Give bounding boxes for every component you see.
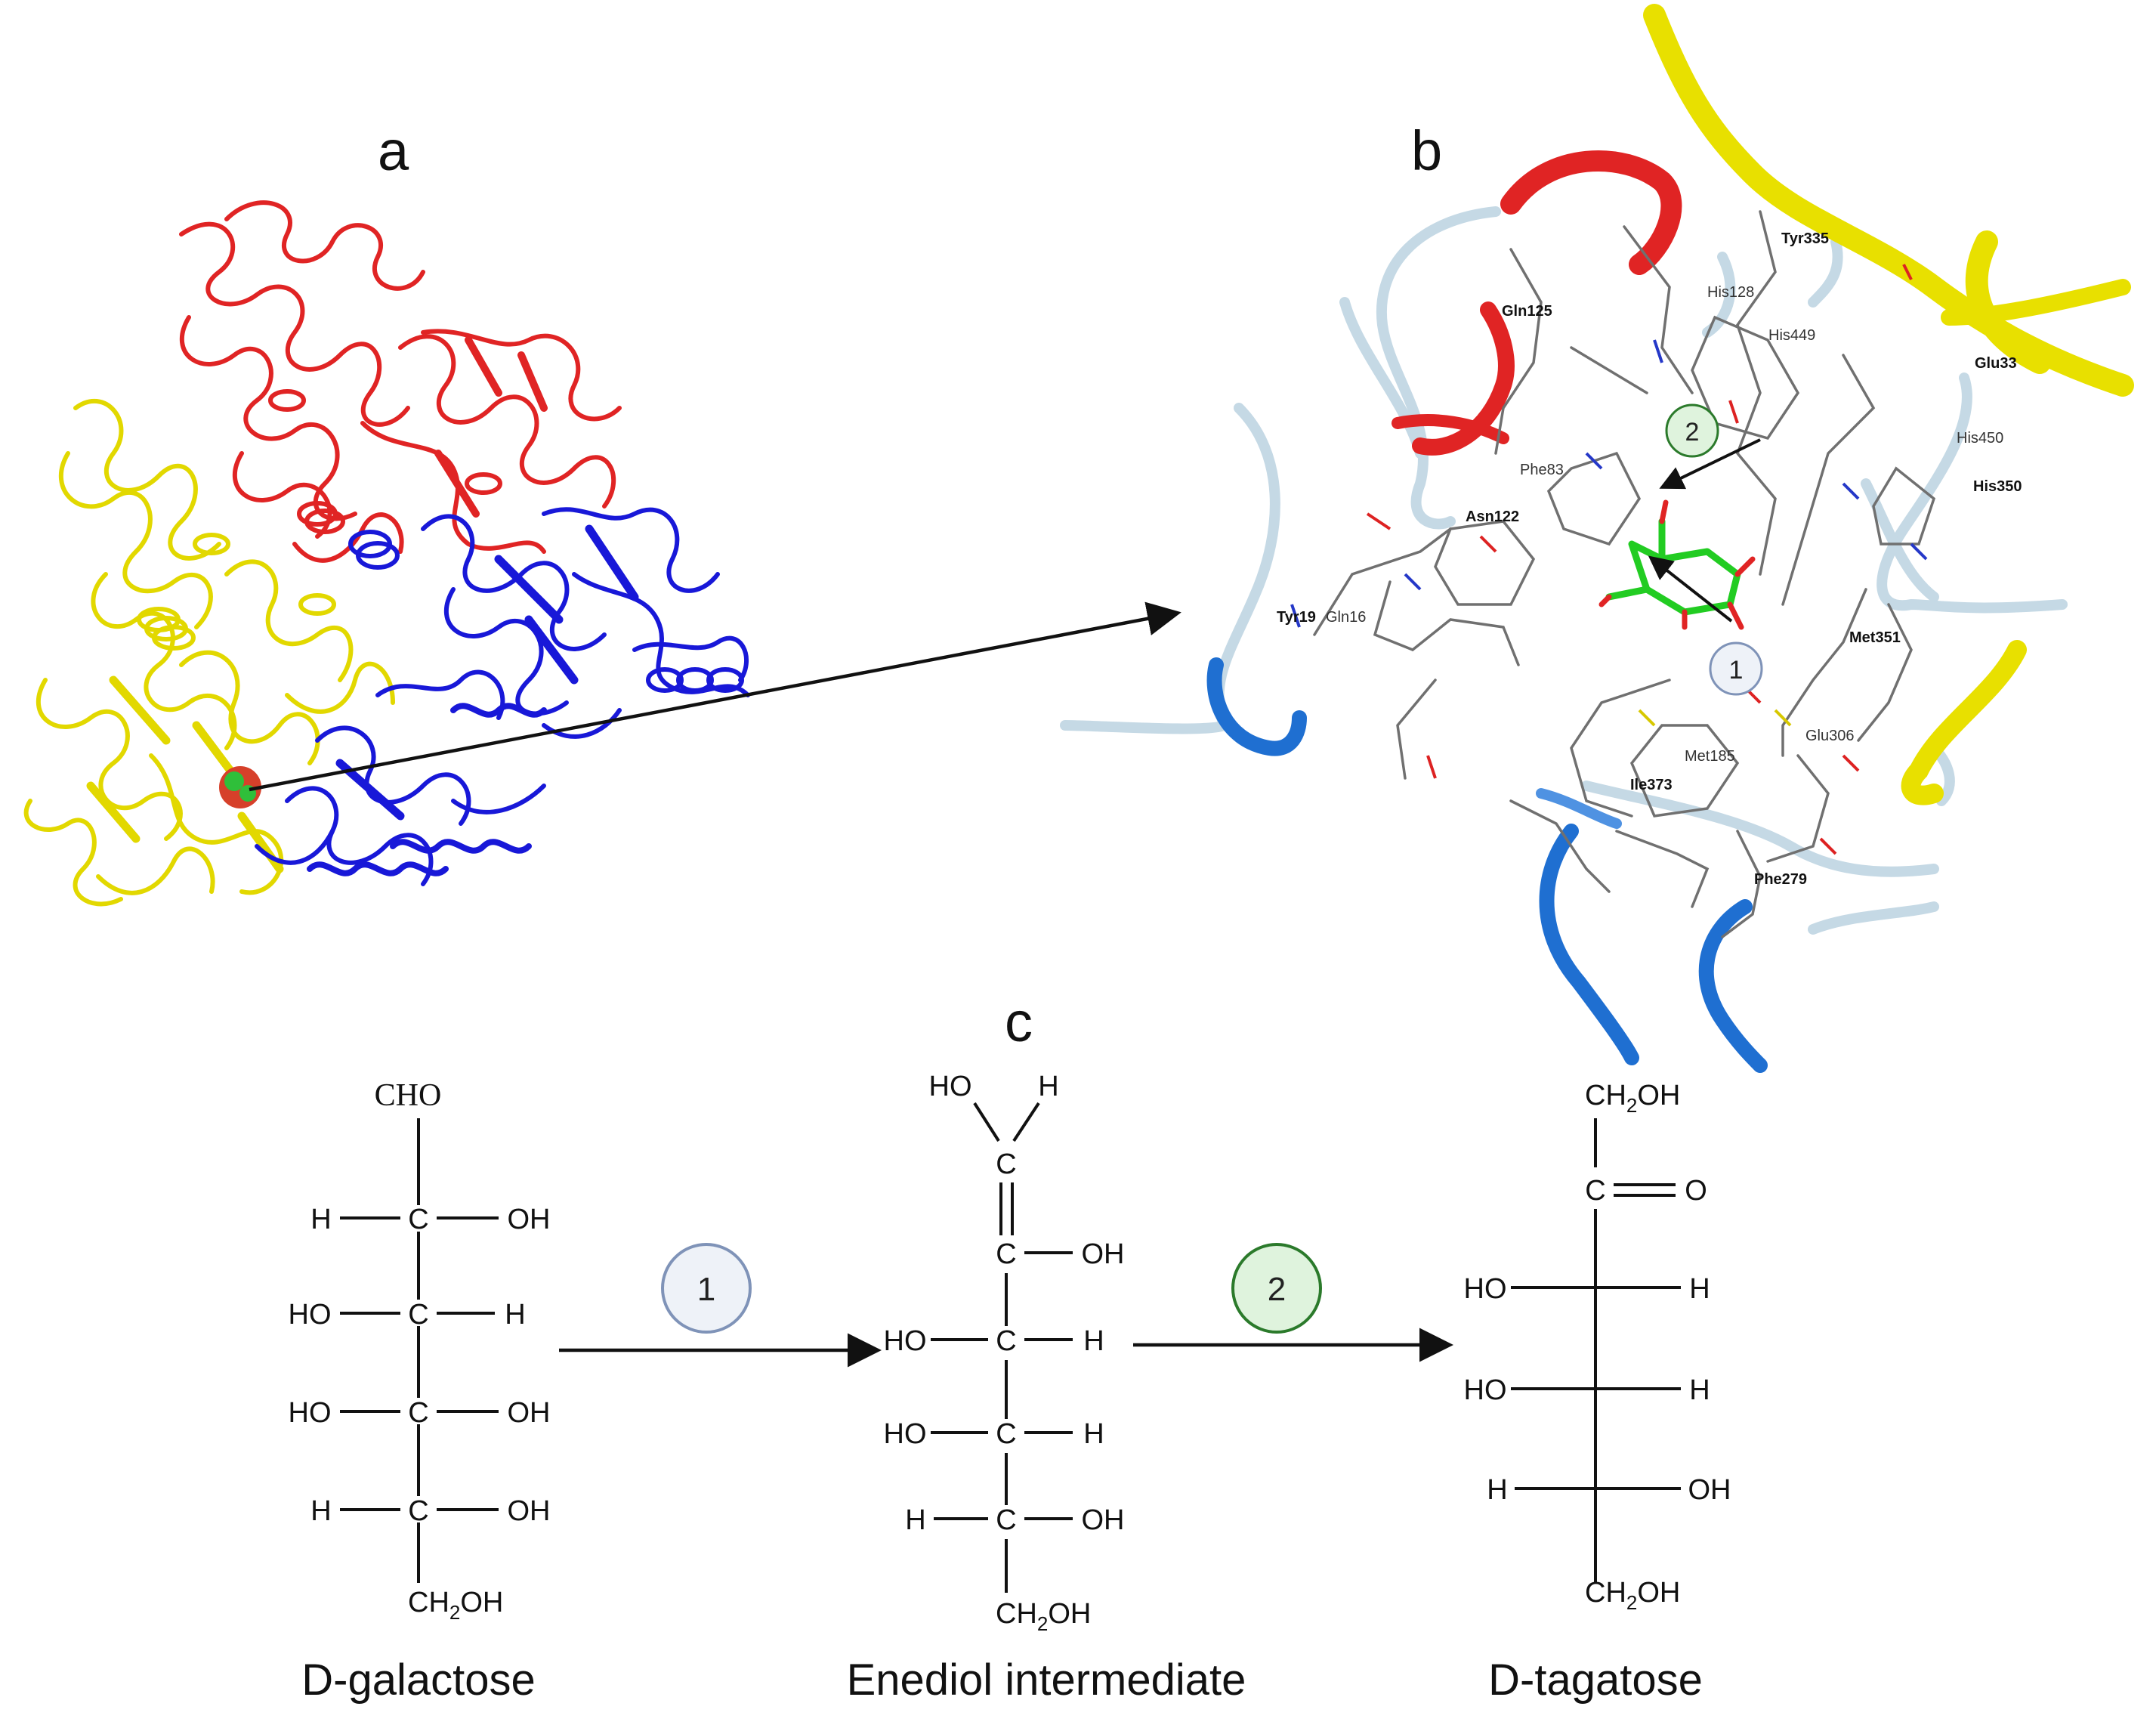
svg-text:H: H	[1689, 1374, 1710, 1406]
svg-text:C: C	[408, 1299, 428, 1331]
svg-text:C: C	[996, 1238, 1016, 1270]
res-phe83: Phe83	[1520, 462, 1564, 478]
svg-text:O: O	[1685, 1175, 1707, 1207]
svg-text:H: H	[1038, 1071, 1058, 1102]
step1-arrow-b	[1648, 555, 1733, 623]
panel-b-label: b	[1411, 119, 1442, 182]
step1-marker-b: 1	[1709, 641, 1763, 696]
name-d-tagatose: D-tagatose	[1488, 1655, 1703, 1705]
yellow-strands	[1643, 4, 2134, 805]
res-met351: Met351	[1849, 629, 1901, 646]
svg-text:1: 1	[1729, 656, 1744, 685]
svg-text:HO: HO	[884, 1325, 927, 1357]
res-gln16: Gln16	[1326, 609, 1366, 626]
res-glu306: Glu306	[1805, 728, 1855, 744]
gal-bottom: CH2OH	[408, 1587, 503, 1624]
svg-text:H: H	[310, 1495, 331, 1527]
res-glu33: Glu33	[1975, 355, 2017, 372]
chain-red	[179, 200, 622, 563]
step2-marker-b: 2	[1665, 403, 1719, 458]
svg-text:HO: HO	[289, 1299, 332, 1331]
res-tyr335: Tyr335	[1781, 230, 1829, 247]
svg-text:H: H	[905, 1504, 925, 1536]
d-tagatose-structure: CH2OH C O HO H HO H H OH CH2OH	[1464, 1080, 1731, 1614]
svg-text:HO: HO	[884, 1418, 927, 1450]
tag-top: CH2OH	[1585, 1080, 1680, 1117]
svg-text:HO: HO	[1464, 1374, 1507, 1406]
svg-text:OH: OH	[508, 1204, 551, 1235]
step2-marker-c: 2	[1231, 1243, 1322, 1334]
res-his449: His449	[1768, 327, 1815, 344]
svg-text:C: C	[996, 1148, 1016, 1180]
nitrogen-sticks	[1290, 339, 1928, 628]
panel-a-label: a	[378, 119, 409, 182]
blue-loops	[1206, 657, 1768, 1073]
res-his128: His128	[1707, 284, 1754, 301]
d-galactose-structure: CHO H C OH HO C H HO C OH H C OH CH2OH	[289, 1078, 551, 1624]
svg-text:H: H	[310, 1204, 331, 1235]
ligand-galactose	[1605, 518, 1741, 616]
svg-text:C: C	[996, 1418, 1016, 1450]
svg-text:OH: OH	[508, 1397, 551, 1429]
svg-text:C: C	[408, 1397, 428, 1429]
svg-text:H: H	[505, 1299, 525, 1331]
chain-yellow	[23, 398, 395, 907]
step2-arrow-b	[1659, 438, 1761, 490]
gal-top: CHO	[375, 1078, 442, 1113]
res-tyr19: Tyr19	[1277, 609, 1316, 626]
svg-text:HO: HO	[289, 1397, 332, 1429]
name-enediol: Enediol intermediate	[847, 1655, 1246, 1705]
svg-text:C: C	[408, 1495, 428, 1527]
res-met185: Met185	[1685, 748, 1735, 765]
panel-c-label: c	[1005, 991, 1033, 1053]
svg-text:OH: OH	[1082, 1504, 1125, 1536]
active-site-view: Tyr335 His128 Gln125 His449 Glu33 His450…	[1060, 4, 2134, 1073]
res-ile373: Ile373	[1630, 777, 1673, 793]
svg-text:2: 2	[1268, 1271, 1286, 1308]
step1-marker-c: 1	[661, 1243, 752, 1334]
chain-blue	[255, 507, 750, 886]
side-chain-sticks	[1313, 210, 1936, 938]
tag-bottom: CH2OH	[1585, 1577, 1680, 1614]
svg-text:C: C	[1585, 1175, 1605, 1207]
svg-text:OH: OH	[1082, 1238, 1125, 1270]
svg-text:C: C	[996, 1325, 1016, 1357]
protein-trimer-ribbon	[23, 200, 750, 907]
res-gln125: Gln125	[1502, 303, 1552, 320]
svg-text:C: C	[996, 1504, 1016, 1536]
enediol-structure: HO H C C OH HO C H HO C H H C OH CH2OH	[884, 1071, 1125, 1635]
res-asn122: Asn122	[1466, 509, 1519, 525]
name-d-galactose: D-galactose	[301, 1655, 535, 1705]
svg-text:H: H	[1083, 1325, 1104, 1357]
zoom-arrow	[249, 601, 1181, 792]
res-phe279: Phe279	[1754, 871, 1807, 888]
svg-text:H: H	[1487, 1474, 1507, 1506]
res-his450: His450	[1957, 430, 2003, 447]
sulfur-sticks	[1638, 709, 1792, 727]
svg-text:H: H	[1083, 1418, 1104, 1450]
svg-text:H: H	[1689, 1273, 1710, 1305]
ligand-sphere	[219, 766, 261, 808]
res-his350: His350	[1973, 478, 2022, 495]
svg-text:OH: OH	[1688, 1474, 1731, 1506]
svg-text:2: 2	[1685, 418, 1700, 447]
svg-text:C: C	[408, 1204, 428, 1235]
oxygen-sticks	[1366, 264, 1913, 855]
svg-text:HO: HO	[929, 1071, 972, 1102]
svg-text:OH: OH	[508, 1495, 551, 1527]
svg-text:HO: HO	[1464, 1273, 1507, 1305]
svg-text:1: 1	[697, 1271, 715, 1308]
ene-bottom: CH2OH	[996, 1598, 1091, 1635]
red-helix	[1392, 150, 1682, 456]
